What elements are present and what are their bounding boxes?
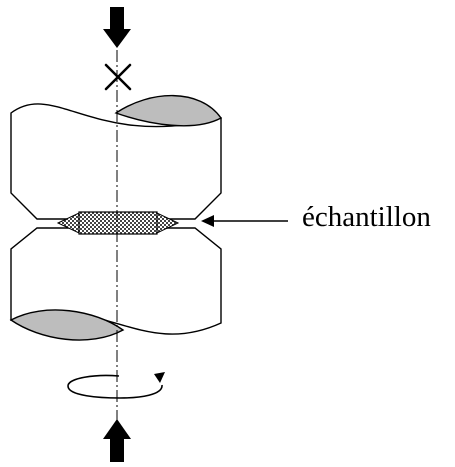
upper-anvil — [10, 94, 223, 220]
sample-label: échantillon — [302, 201, 431, 233]
up-arrow-icon — [103, 419, 131, 462]
down-arrow-icon — [103, 7, 131, 48]
sample — [56, 211, 180, 235]
lower-anvil — [9, 227, 222, 341]
label-pointer-arrow — [201, 215, 288, 227]
rotation-arrow-icon — [67, 372, 165, 399]
cross-icon — [104, 63, 132, 91]
